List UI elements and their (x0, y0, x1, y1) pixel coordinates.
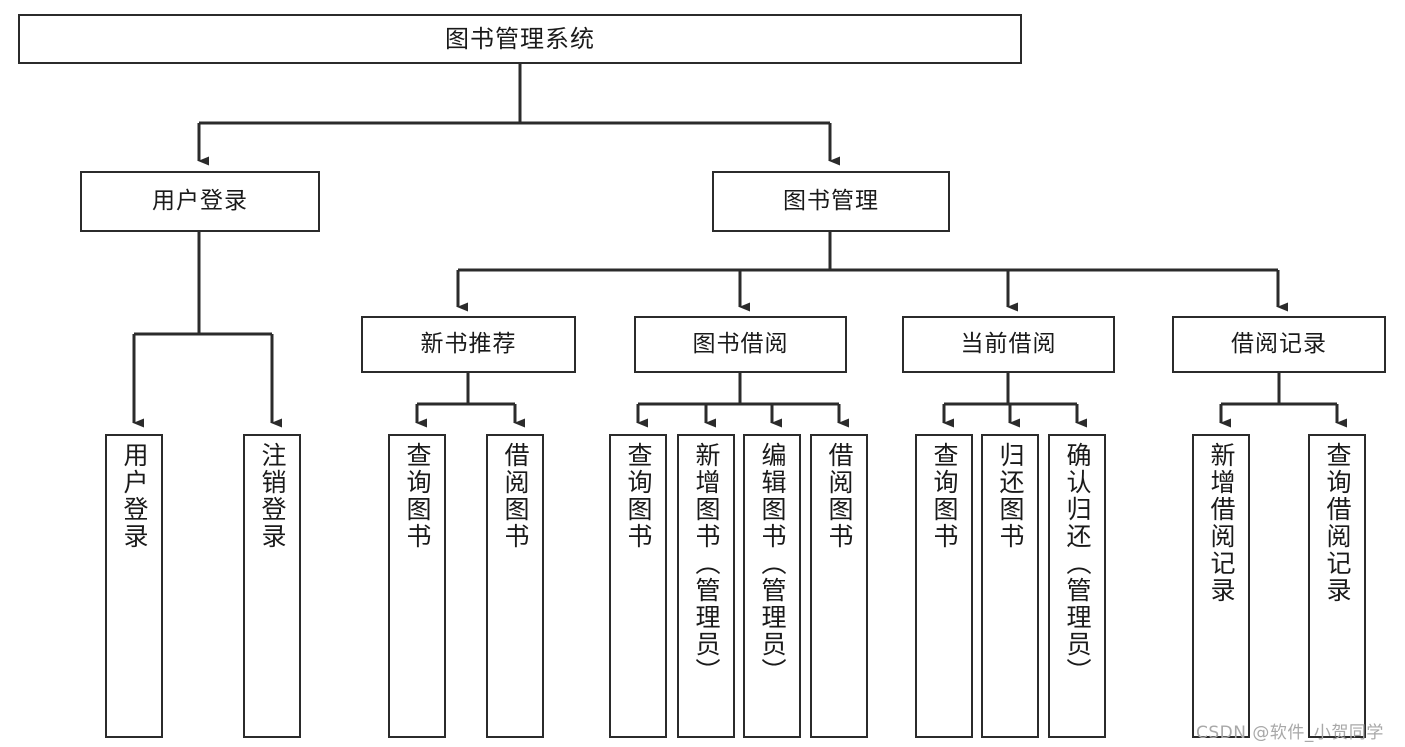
node-label: 新增图书（管理员） (692, 442, 721, 685)
node-label: 借阅记录 (1231, 330, 1327, 357)
node-book-management[interactable]: 图书管理 (712, 171, 950, 232)
node-label: 查询图书 (624, 442, 653, 550)
leaf-query-book-borrow[interactable]: 查询图书 (609, 434, 667, 738)
leaf-borrow-book-recommend[interactable]: 借阅图书 (486, 434, 544, 738)
node-label: 借阅图书 (501, 442, 530, 550)
leaf-query-borrow-record[interactable]: 查询借阅记录 (1308, 434, 1366, 738)
node-label: 查询图书 (403, 442, 432, 550)
node-label: 归还图书 (996, 442, 1025, 550)
node-label: 用户登录 (152, 187, 248, 214)
leaf-edit-book-admin[interactable]: 编辑图书（管理员） (743, 434, 801, 738)
node-label: 借阅图书 (825, 442, 854, 550)
node-current-borrow[interactable]: 当前借阅 (902, 316, 1115, 373)
node-label: 当前借阅 (960, 330, 1057, 357)
csdn-watermark: CSDN @软件_小贺同学 (1196, 723, 1384, 743)
leaf-logout-login[interactable]: 注销登录 (243, 434, 301, 738)
leaf-borrow-book[interactable]: 借阅图书 (810, 434, 868, 738)
node-label: 图书管理 (783, 187, 879, 214)
leaf-add-book-admin[interactable]: 新增图书（管理员） (677, 434, 735, 738)
leaf-user-login[interactable]: 用户登录 (105, 434, 163, 738)
node-user-login[interactable]: 用户登录 (80, 171, 320, 232)
node-new-book-recommend[interactable]: 新书推荐 (361, 316, 576, 373)
node-label: 图书借阅 (692, 330, 789, 357)
leaf-query-book-recommend[interactable]: 查询图书 (388, 434, 446, 738)
node-label: 确认归还（管理员） (1063, 442, 1092, 685)
node-label: 查询借阅记录 (1323, 442, 1352, 604)
node-book-borrow[interactable]: 图书借阅 (634, 316, 847, 373)
leaf-add-borrow-record[interactable]: 新增借阅记录 (1192, 434, 1250, 738)
node-label: 图书管理系统 (445, 24, 595, 53)
node-borrow-record[interactable]: 借阅记录 (1172, 316, 1386, 373)
leaf-query-book-current[interactable]: 查询图书 (915, 434, 973, 738)
node-label: 查询图书 (930, 442, 959, 550)
node-label: 新增借阅记录 (1207, 442, 1236, 604)
leaf-return-book[interactable]: 归还图书 (981, 434, 1039, 738)
leaf-confirm-return-admin[interactable]: 确认归还（管理员） (1048, 434, 1106, 738)
node-label: 编辑图书（管理员） (758, 442, 787, 685)
node-root-book-management-system[interactable]: 图书管理系统 (18, 14, 1022, 64)
node-label: 新书推荐 (420, 330, 517, 357)
node-label: 用户登录 (120, 442, 149, 550)
node-label: 注销登录 (258, 442, 287, 550)
